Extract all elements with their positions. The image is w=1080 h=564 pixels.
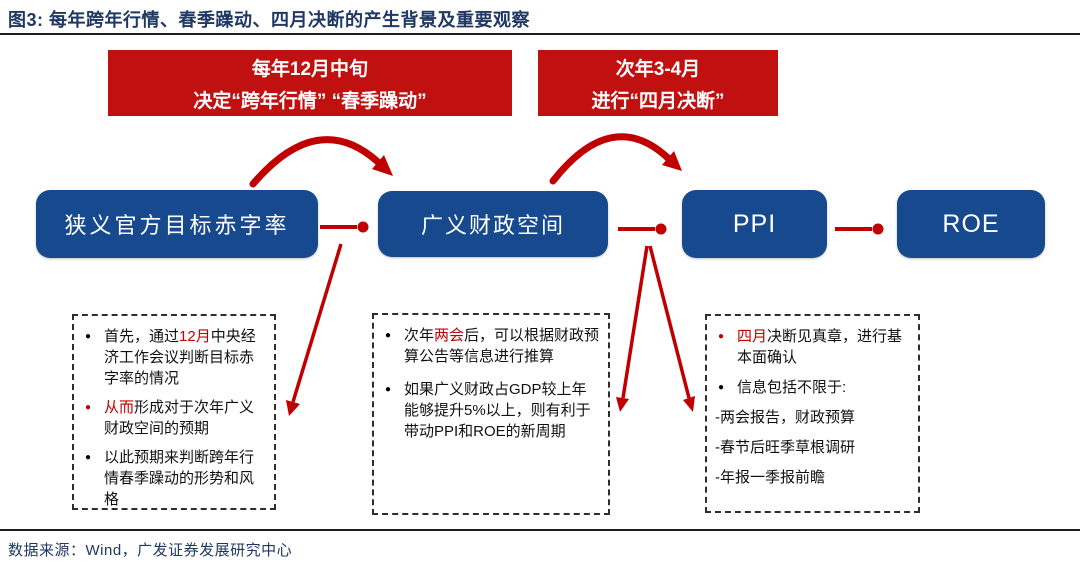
figure-title: 图3: 每年跨年行情、春季躁动、四月决断的产生背景及重要观察: [8, 10, 531, 30]
banner-december-line1: 每年12月中旬: [251, 58, 369, 80]
banner-december: 每年12月中旬 决定“跨年行情” “春季躁动”: [108, 50, 512, 116]
note-text: 首先，通过12月中央经济工作会议判断目标赤字率的情况: [104, 328, 256, 387]
note-text: 以此预期来判断跨年行情春季躁动的形势和风格: [104, 449, 255, 508]
connector-ppi-to-roe: [835, 223, 884, 235]
banner-march-april-line1: 次年3-4月: [615, 58, 701, 80]
note-bullet-item: ● 如果广义财政占GDP较上年能够提升5%以上，则有利于带动PPI和ROE的新周期: [380, 379, 600, 442]
note-plain-item: -春节后旺季草根调研: [713, 437, 910, 458]
note-plain-item: -两会报告，财政预算: [713, 407, 910, 428]
curved-arrow-2: [549, 133, 682, 185]
curved-arrow-1: [249, 136, 393, 188]
note-text: 从而形成对于次年广义财政空间的预期: [104, 399, 255, 437]
arrow-to-fiscal-note: [616, 245, 649, 412]
note-bullet-item: ● 次年两会后，可以根据财政预算公告等信息进行推算: [380, 325, 600, 367]
note-text: 次年两会后，可以根据财政预算公告等信息进行推算: [404, 327, 600, 365]
connector-fiscal-to-ppi: [618, 223, 667, 235]
note-bullet-item: ● 信息包括不限于:: [713, 377, 910, 398]
note-text: 四月决断见真章，进行基本面确认: [737, 328, 903, 366]
footer-divider: [0, 529, 1080, 531]
note-text: -年报一季报前瞻: [715, 469, 825, 486]
bullet-dot: ●: [85, 452, 92, 463]
note-text: -春节后旺季草根调研: [715, 439, 855, 456]
note-bullet-item: ● 四月决断见真章，进行基本面确认: [713, 326, 910, 368]
connector-deficit-to-fiscal: [320, 221, 369, 233]
note-box-fiscal: ● 次年两会后，可以根据财政预算公告等信息进行推算 ● 如果广义财政占GDP较上年能够…: [372, 313, 610, 515]
flow-box-deficit-rate: 狭义官方目标赤字率: [36, 190, 318, 258]
note-box-april: ● 四月决断见真章，进行基本面确认 ● 信息包括不限于: -两会报告，财政预算 -春节后旺…: [705, 314, 920, 513]
title-divider: [0, 33, 1080, 35]
note-text: -两会报告，财政预算: [715, 409, 855, 426]
note-bullet-item: ● 首先，通过12月中央经济工作会议判断目标赤字率的情况: [80, 326, 266, 389]
note-box-deficit: ● 首先，通过12月中央经济工作会议判断目标赤字率的情况 ● 从而形成对于次年广义财政…: [72, 314, 276, 510]
flow-box-ppi: PPI: [682, 190, 827, 258]
flow-box-roe: ROE: [897, 190, 1045, 258]
data-source: 数据来源：Wind，广发证券发展研究中心: [8, 542, 293, 559]
note-text: 如果广义财政占GDP较上年能够提升5%以上，则有利于带动PPI和ROE的新周期: [404, 381, 591, 440]
bullet-dot: ●: [85, 331, 92, 342]
arrow-to-april-note: [648, 245, 695, 412]
banner-march-april-line2: 进行“四月决断”: [591, 90, 725, 112]
note-plain-item: -年报一季报前瞻: [713, 467, 910, 488]
bullet-dot: ●: [718, 382, 725, 393]
banner-march-april: 次年3-4月 进行“四月决断”: [538, 50, 778, 116]
bullet-dot: ●: [385, 330, 392, 341]
flow-box-fiscal-space: 广义财政空间: [378, 191, 608, 257]
bullet-dot: ●: [85, 402, 92, 413]
note-bullet-item: ● 以此预期来判断跨年行情春季躁动的形势和风格: [80, 447, 266, 510]
note-text: 信息包括不限于:: [737, 379, 847, 396]
banner-december-line2: 决定“跨年行情” “春季躁动”: [193, 90, 427, 112]
arrow-to-deficit-note: [286, 243, 343, 416]
bullet-dot: ●: [385, 384, 392, 395]
bullet-dot: ●: [718, 331, 725, 342]
note-bullet-item: ● 从而形成对于次年广义财政空间的预期: [80, 397, 266, 439]
